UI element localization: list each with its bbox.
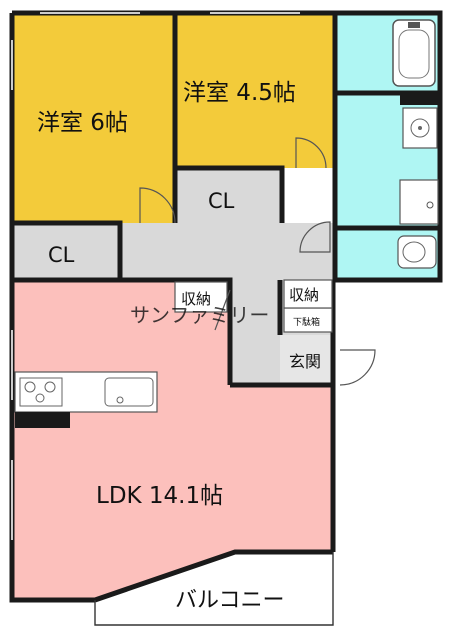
- label-closet-left: CL: [48, 243, 75, 267]
- storage-hall-frame: [174, 281, 228, 313]
- label-balcony: バルコニー: [175, 588, 285, 613]
- label-ldk: LDK 14.1帖: [96, 483, 223, 509]
- label-shoe-box: 下駄箱: [293, 316, 320, 328]
- label-storage-entry: 収納: [289, 286, 319, 304]
- kitchen-counter: [14, 371, 158, 428]
- closet-left-floor: [12, 227, 120, 280]
- bathroom-door-frame: [400, 93, 440, 105]
- bedroom-45-floor: [175, 13, 333, 168]
- walls: [9, 10, 443, 603]
- doors: [139, 137, 376, 386]
- label-bedroom-6: 洋室 6帖: [37, 110, 128, 136]
- washing-machine-pan-icon: [399, 179, 439, 225]
- bedroom-6-floor: [12, 13, 175, 223]
- balcony-floor: [95, 552, 333, 625]
- shoe-box-frame: [283, 307, 333, 333]
- ldk-floor: [12, 280, 333, 600]
- toilet-icon: [397, 235, 437, 269]
- washbasin-icon: [402, 107, 438, 149]
- balcony-railing: [94, 552, 334, 626]
- bathtub-icon: [392, 19, 436, 87]
- label-entrance: 玄関: [289, 352, 321, 371]
- label-bedroom-45: 洋室 4.5帖: [183, 80, 296, 106]
- hallway-floor: [12, 168, 333, 385]
- watermark-text: サンファミリー: [130, 303, 269, 327]
- storage-entry-frame: [283, 279, 333, 309]
- windows: [11, 12, 300, 540]
- entrance-floor: [280, 335, 335, 385]
- label-storage-hall: 収納: [181, 290, 211, 308]
- closet-mid-floor: [178, 170, 278, 222]
- label-closet-mid: CL: [208, 189, 235, 213]
